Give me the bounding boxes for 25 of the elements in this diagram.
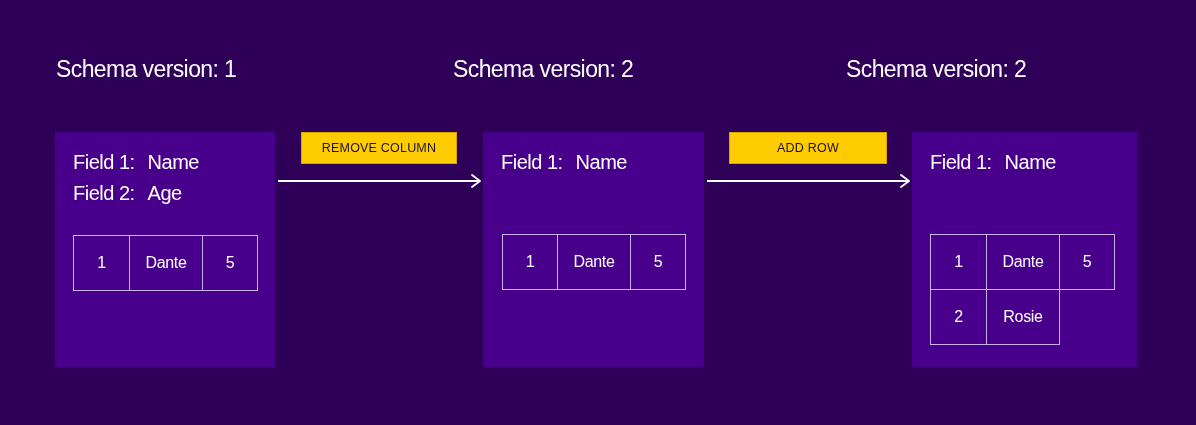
field-value: Age xyxy=(147,181,182,206)
field-label: Field 1: xyxy=(930,150,992,175)
edge-label: REMOVE COLUMN xyxy=(301,132,457,164)
panel-heading: Schema version: 2 xyxy=(453,55,634,83)
arrow xyxy=(706,174,910,188)
table-cell: 1 xyxy=(502,234,558,290)
table-cell: 5 xyxy=(630,234,686,290)
panel-heading: Schema version: 1 xyxy=(56,55,237,83)
table-cell: 2 xyxy=(930,289,987,345)
table-cell: Dante xyxy=(129,235,203,291)
field-label: Field 2: xyxy=(73,181,135,206)
arrow xyxy=(277,174,481,188)
table-cell: Rosie xyxy=(986,289,1060,345)
table-cell: 5 xyxy=(202,235,258,291)
field-value: Name xyxy=(1004,150,1056,175)
table-cell: 1 xyxy=(73,235,130,291)
field-label: Field 1: xyxy=(501,150,563,175)
table-cell: Dante xyxy=(557,234,631,290)
edge-label: ADD ROW xyxy=(729,132,887,164)
table-cell: 1 xyxy=(930,234,987,290)
field-value: Name xyxy=(147,150,199,175)
panel-heading: Schema version: 2 xyxy=(846,55,1027,83)
table-cell: 5 xyxy=(1059,234,1115,290)
field-label: Field 1: xyxy=(73,150,135,175)
field-value: Name xyxy=(575,150,627,175)
